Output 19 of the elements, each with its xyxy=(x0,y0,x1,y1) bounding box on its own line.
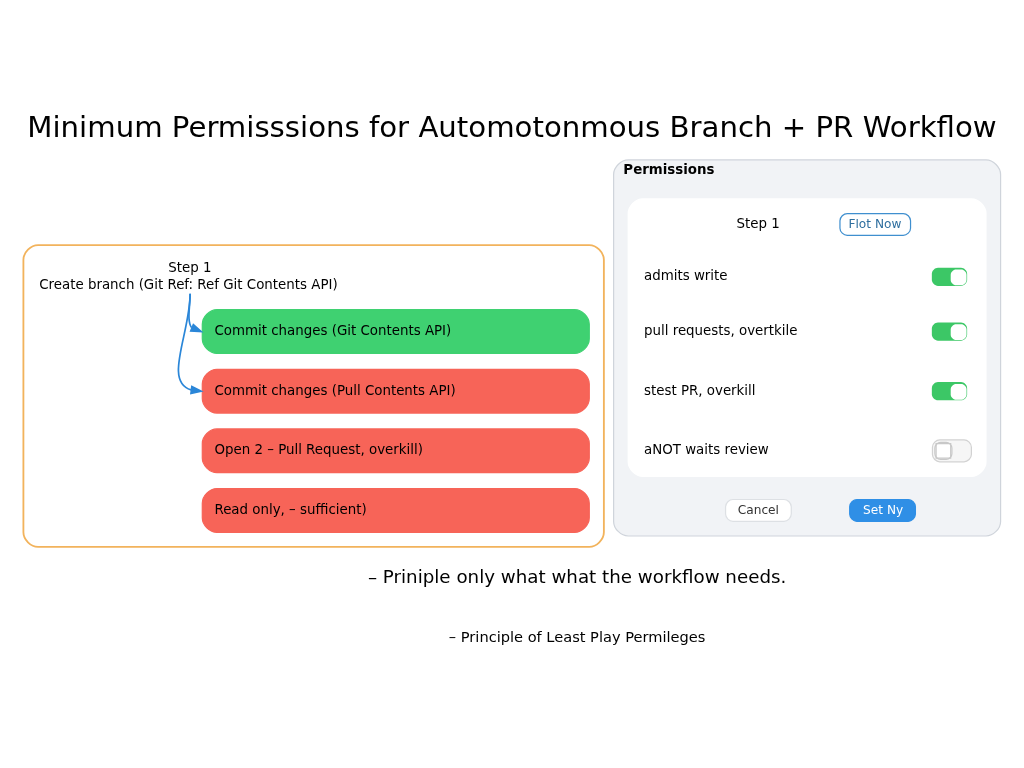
node-text: stest PR, overkill xyxy=(644,382,756,398)
node-box: Commit changes (Git Contents API) xyxy=(201,308,590,354)
node-text: aNOT waits review xyxy=(644,441,769,457)
node-text: Step 1 xyxy=(736,215,780,231)
node-text: pull requests, overtkile xyxy=(644,322,798,338)
label: – Principle of Least Play Permileges xyxy=(448,627,706,645)
node-box: Read only, – sufficient) xyxy=(201,487,590,533)
diagram-title: Minimum Permisssions for Automotonmous Branch + PR Workflow xyxy=(27,109,997,144)
node-text: Step 1 Create branch (Git Ref: Ref Git Contents API) xyxy=(39,259,338,292)
cluster xyxy=(627,197,987,477)
arrow xyxy=(177,292,204,394)
node-box: Commit changes (Pull Contents API) xyxy=(201,368,590,414)
node-box: Set Ny xyxy=(849,498,916,522)
node-text: admits write xyxy=(644,267,728,283)
cluster xyxy=(22,243,605,548)
node-box: Open 2 – Pull Request, overkill) xyxy=(201,427,590,473)
label: – Priniple only what what the workflow needs. xyxy=(367,565,787,587)
node-box: Flot Now xyxy=(839,212,912,236)
node-box: Cancel xyxy=(724,498,792,522)
